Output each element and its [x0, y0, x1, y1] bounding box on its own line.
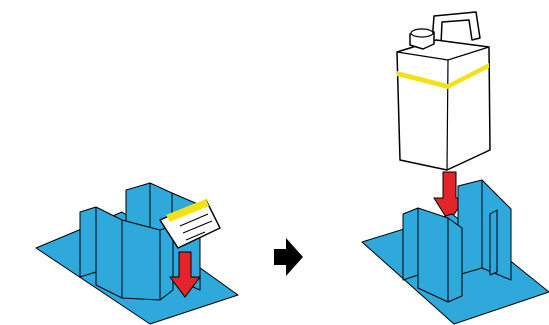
box-partition-left: [35, 182, 239, 325]
right-arrow-icon: [274, 238, 303, 276]
down-arrow-2: [433, 171, 466, 223]
box-partition-right: [361, 179, 549, 325]
step-2-group: [361, 11, 549, 325]
label-card: [159, 199, 221, 249]
step-1-group: [35, 182, 239, 325]
bottle: [396, 11, 491, 171]
down-arrow-1: [169, 251, 201, 298]
